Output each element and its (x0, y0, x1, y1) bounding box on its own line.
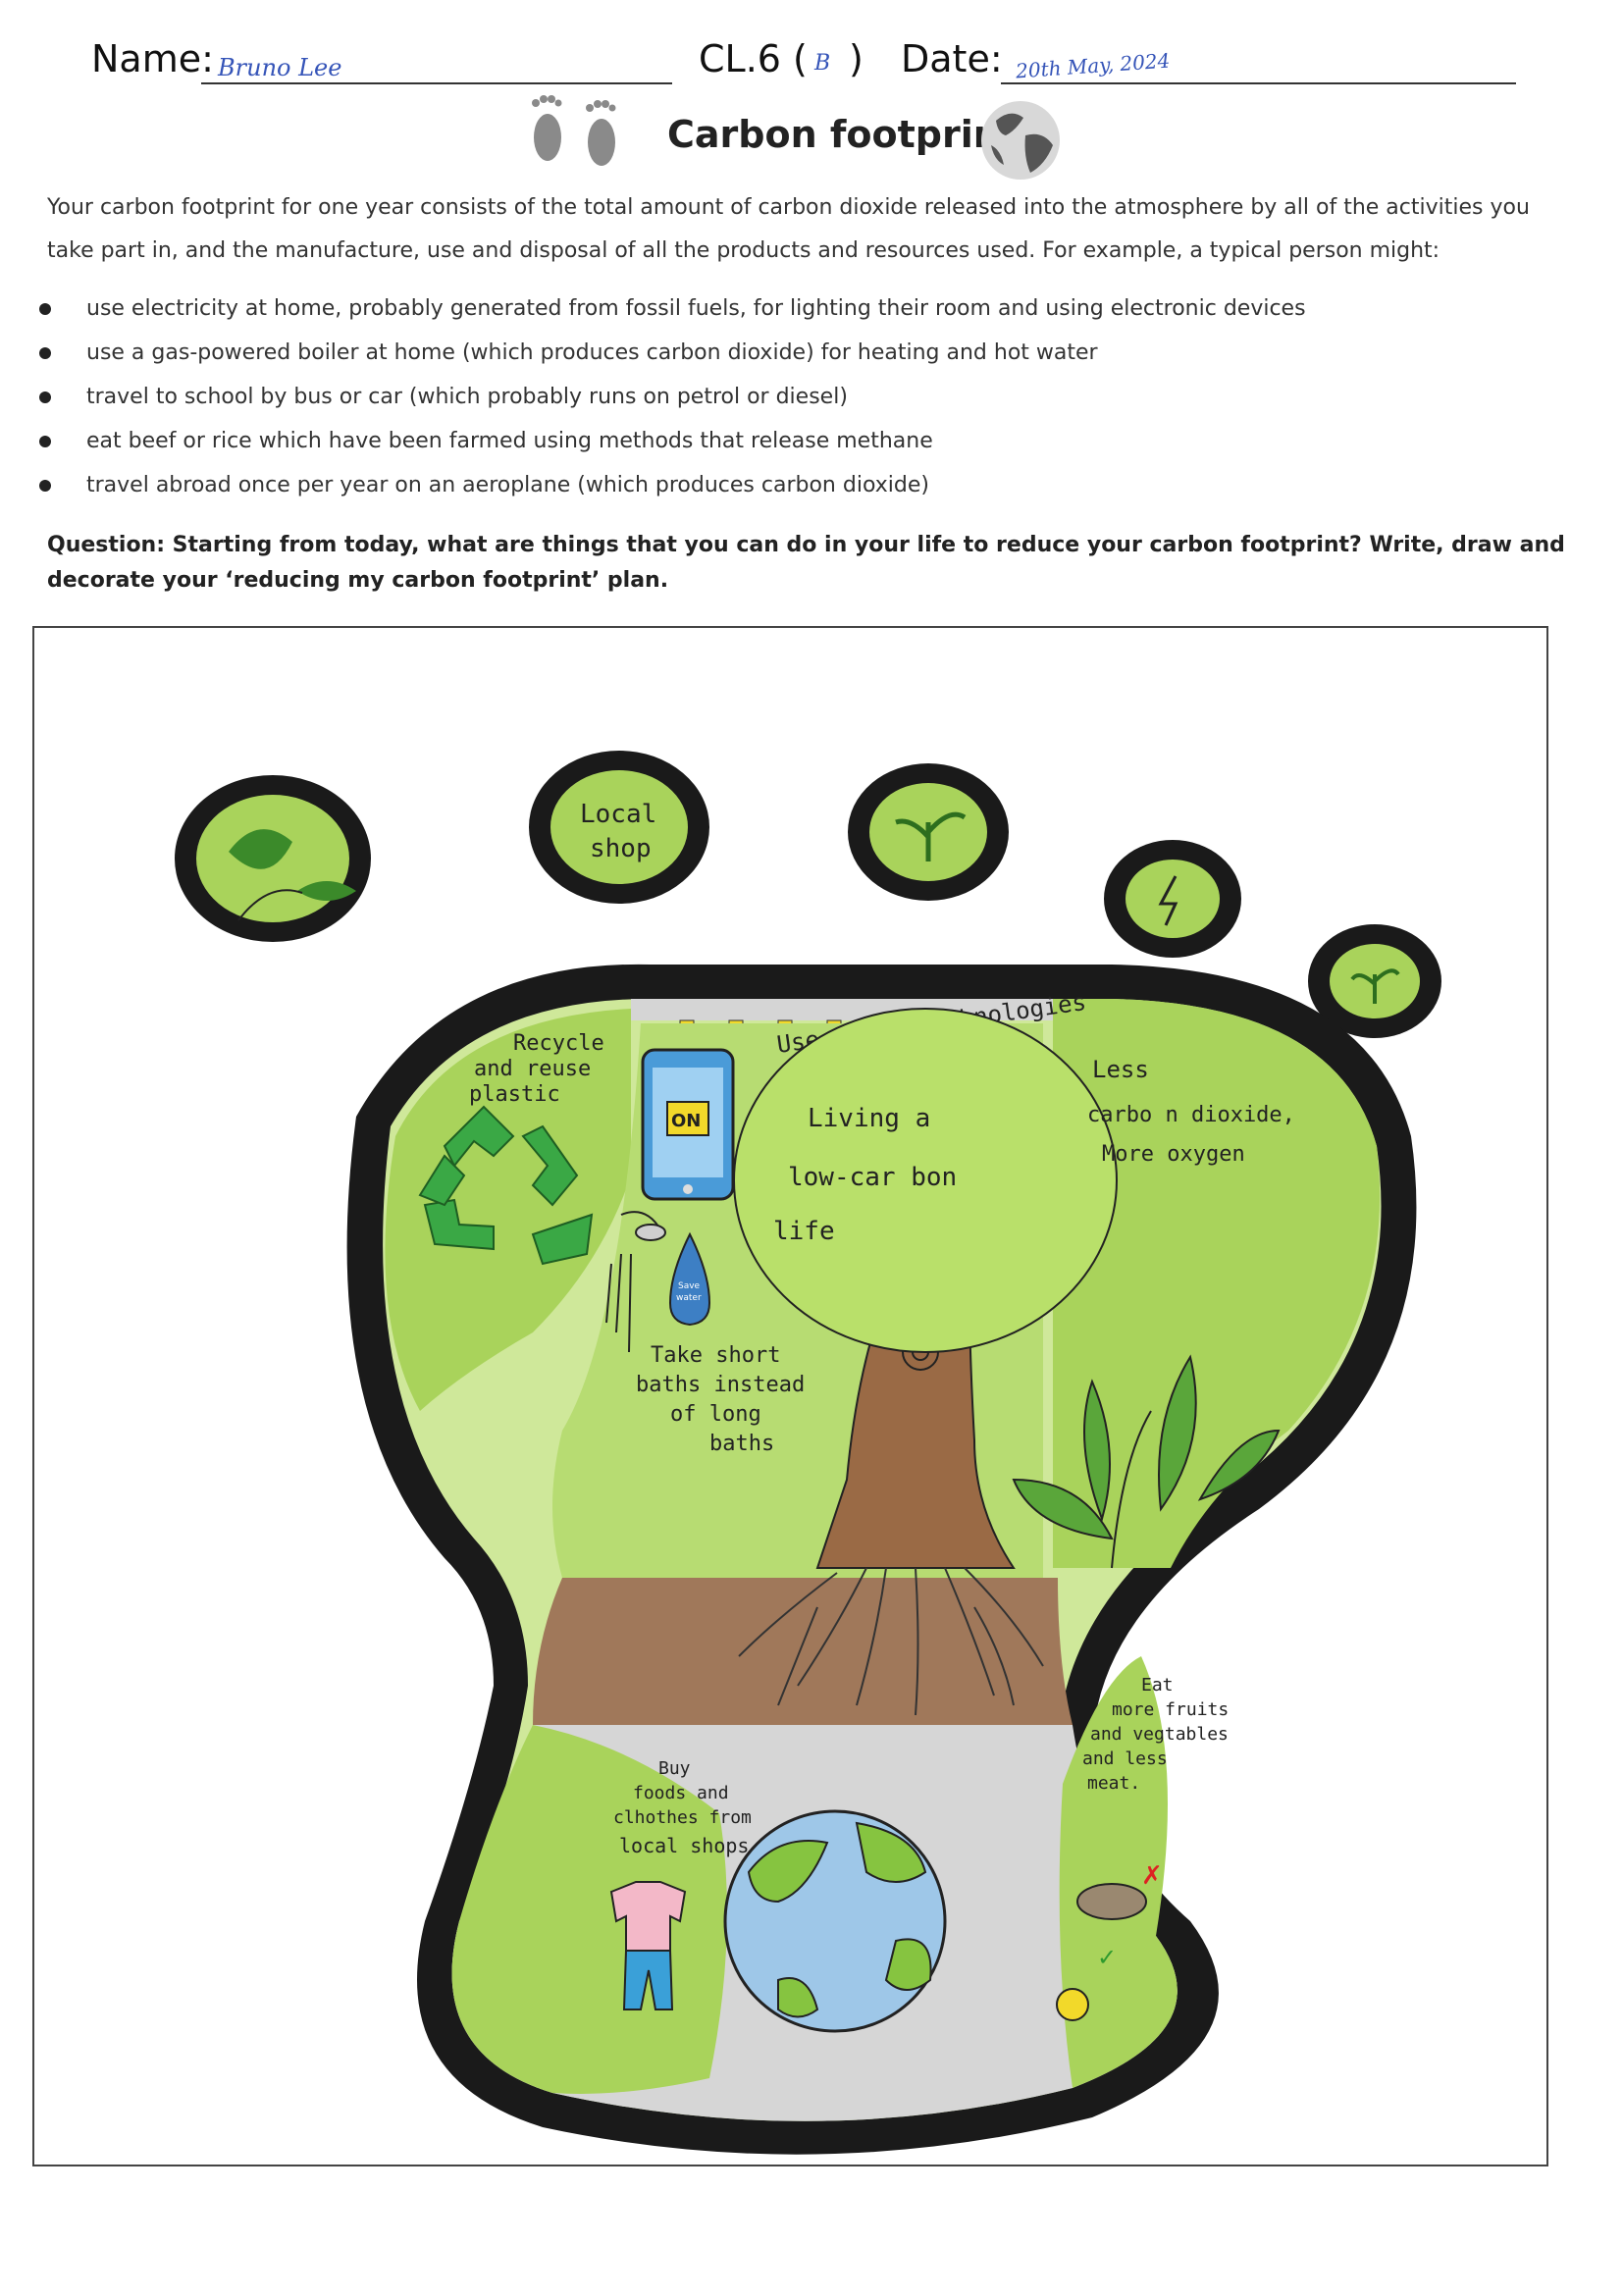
eat-more-text-5: meat. (1087, 1773, 1140, 1794)
buy-local-text-2: foods and (633, 1783, 729, 1803)
recycle-label-1: Recycle (513, 1031, 604, 1056)
save-water-label: Save (678, 1281, 701, 1291)
short-baths-text-3: of long (670, 1402, 761, 1427)
name-value: Bruno Lee (218, 54, 342, 81)
eat-more-text-1: Eat (1141, 1675, 1174, 1696)
recycle-icon (418, 1105, 594, 1266)
tree-illustration: Living a low-car bon life (733, 1008, 1118, 1569)
list-item: eat beef or rice which have been farmed … (39, 419, 1511, 463)
list-item: use a gas-powered boiler at home (which … (39, 331, 1511, 375)
class-value: B (814, 51, 831, 76)
name-label: Name: (91, 37, 214, 80)
soil-band (533, 1578, 1073, 1725)
check-mark-icon: ✓ (1097, 1944, 1117, 1971)
footprint-drawing: Local shop Rec (175, 751, 1441, 2155)
less-co2-text-1: Less (1092, 1056, 1149, 1083)
toe-3 (848, 763, 1009, 901)
example-list: use electricity at home, probably genera… (39, 287, 1511, 507)
recycle-label-2: and reuse (474, 1057, 591, 1081)
eat-more-text-2: more fruits (1112, 1699, 1229, 1720)
date-value: 20th May, 2024 (1015, 48, 1172, 83)
less-co2-region (1053, 999, 1381, 1568)
class-close: ) (849, 37, 864, 80)
phone-screen-label: ON (671, 1111, 701, 1131)
tree-text-3: life (773, 1217, 835, 1246)
short-baths-text-1: Take short (651, 1343, 780, 1368)
globe-icon (981, 101, 1060, 180)
tree-text-2: low-car bon (788, 1163, 957, 1192)
page-title: Carbon footprint (667, 113, 1018, 156)
toe-5 (1308, 924, 1441, 1038)
buy-local-text-4: local shops. (619, 1834, 761, 1857)
eat-more-region (1059, 1656, 1178, 2088)
class-label: CL.6 ( (699, 37, 808, 80)
toe-shop-label: shop (590, 834, 652, 863)
less-co2-text-2: carbo n dioxide, (1087, 1103, 1295, 1127)
short-baths-text-4: baths (709, 1432, 774, 1456)
list-item: travel to school by bus or car (which pr… (39, 375, 1511, 419)
bullet-dot (39, 303, 51, 315)
toe-2-local-shop: Local shop (529, 751, 709, 904)
toe-local-label: Local (580, 800, 656, 829)
drawing-frame (32, 626, 1548, 2166)
toe-1 (175, 775, 371, 942)
phone-icon: ON (641, 1048, 735, 1201)
list-item: travel abroad once per year on an aeropl… (39, 463, 1511, 507)
cross-mark-icon: ✗ (1141, 1861, 1163, 1891)
name-line (201, 82, 672, 84)
buy-local-text-1: Buy (658, 1758, 691, 1779)
water-drop-icon: Save water (668, 1231, 711, 1327)
clothes-icon (609, 1881, 687, 2010)
bullet-dot (39, 436, 51, 447)
plant-illustration (1012, 1354, 1281, 1569)
buy-local-text-3: clhothes from (613, 1807, 752, 1828)
recycle-label-3: plastic (469, 1082, 560, 1107)
bullet-dot (39, 480, 51, 492)
date-line (1001, 82, 1516, 84)
date-label: Date: (901, 37, 1003, 80)
bullet-dot (39, 347, 51, 359)
tree-roots (738, 1567, 1044, 1716)
save-water-label-2: water (676, 1293, 702, 1303)
question-text: Question: Starting from today, what are … (47, 533, 1565, 593)
eat-more-text-4: and less (1082, 1748, 1168, 1769)
intro-paragraph: Your carbon footprint for one year consi… (47, 195, 1530, 263)
shower-icon (605, 1211, 666, 1353)
footprints-icon (532, 95, 616, 166)
earth-icon (723, 1809, 947, 2033)
tree-text-1: Living a (808, 1104, 930, 1133)
less-co2-text-3: More oxygen (1102, 1142, 1245, 1167)
eat-more-text-3: and vegtables (1090, 1724, 1229, 1745)
list-item: use electricity at home, probably genera… (39, 287, 1511, 331)
bullet-dot (39, 391, 51, 403)
short-baths-text-2: baths instead (636, 1373, 805, 1397)
recycle-region (385, 1009, 631, 1411)
toe-4-lightning (1104, 840, 1241, 958)
food-icons: ✗ ✓ (1056, 1861, 1163, 2021)
